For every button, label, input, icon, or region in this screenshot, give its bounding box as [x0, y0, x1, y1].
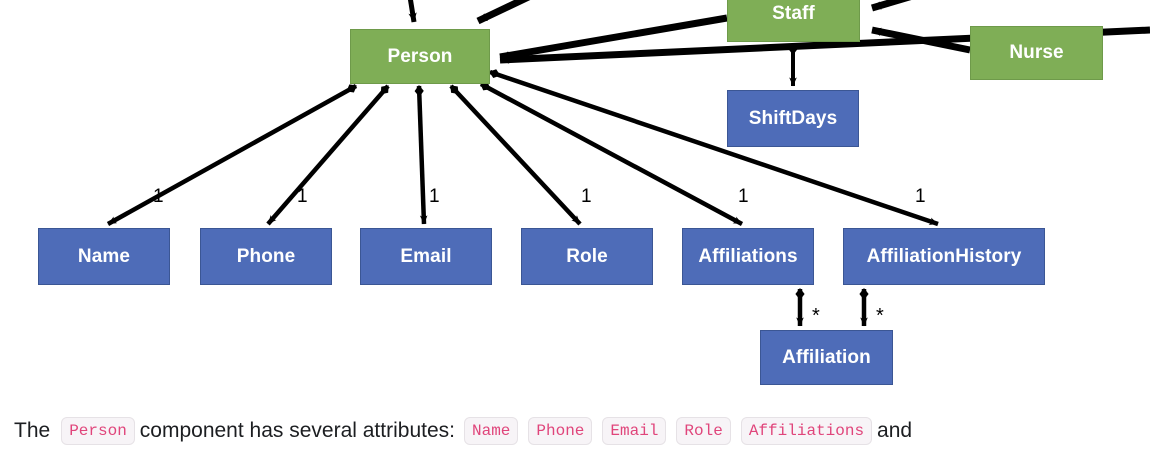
- caption-attribute-chips: Name Phone Email Role Affiliations: [459, 416, 877, 446]
- edge-person-from-top: [407, 0, 417, 23]
- code-chip-person: Person: [61, 416, 135, 446]
- mult-affiliations-label: 1: [738, 186, 749, 207]
- mult-affiliations-star-label: *: [812, 305, 820, 327]
- caption-lead-text: The: [14, 419, 51, 442]
- node-phone: Phone: [200, 228, 332, 285]
- mult-email-label: 1: [429, 186, 440, 207]
- code-chip-email: Email: [602, 416, 667, 446]
- edge-person-name: [106, 84, 358, 226]
- mult-name-label: 1: [153, 186, 164, 207]
- mult-role-label: 1: [581, 186, 592, 207]
- node-shiftdays: ShiftDays: [727, 90, 859, 147]
- edge-person-from-upper-right: [476, 0, 531, 25]
- code-chip-affiliations: Affiliations: [740, 416, 873, 446]
- mult-history-star-label: *: [876, 305, 884, 327]
- node-nurse: Nurse: [970, 26, 1103, 80]
- node-staff: Staff: [727, 0, 860, 42]
- caption-tail-text: and: [877, 419, 913, 442]
- node-affiliation: Affiliation: [760, 330, 893, 385]
- edge-person-role: [449, 84, 582, 226]
- node-role: Role: [521, 228, 653, 285]
- code-chip-phone: Phone: [528, 416, 593, 446]
- node-person: Person: [350, 29, 490, 84]
- edge-staff-from-nurse: [871, 26, 971, 54]
- node-email: Email: [360, 228, 492, 285]
- caption-middle-text: component has several attributes:: [139, 419, 455, 442]
- node-name: Name: [38, 228, 170, 285]
- edge-staff-from-right: [871, 0, 912, 12]
- edge-person-phone: [266, 84, 390, 226]
- edge-person-from-staff: [499, 14, 728, 61]
- edge-person-email: [414, 85, 428, 225]
- code-chip-role: Role: [676, 416, 731, 446]
- mult-affiliationhistory-label: 1: [915, 186, 926, 207]
- code-chip-name: Name: [463, 416, 519, 446]
- node-affiliations: Affiliations: [682, 228, 814, 285]
- edge-person-affiliationhistory: [489, 69, 939, 227]
- mult-phone-label: 1: [297, 186, 308, 207]
- node-affiliationhistory: AffiliationHistory: [843, 228, 1045, 285]
- caption-paragraph: The Person component has several attribu…: [0, 410, 1150, 452]
- edge-person-affiliations: [479, 82, 744, 226]
